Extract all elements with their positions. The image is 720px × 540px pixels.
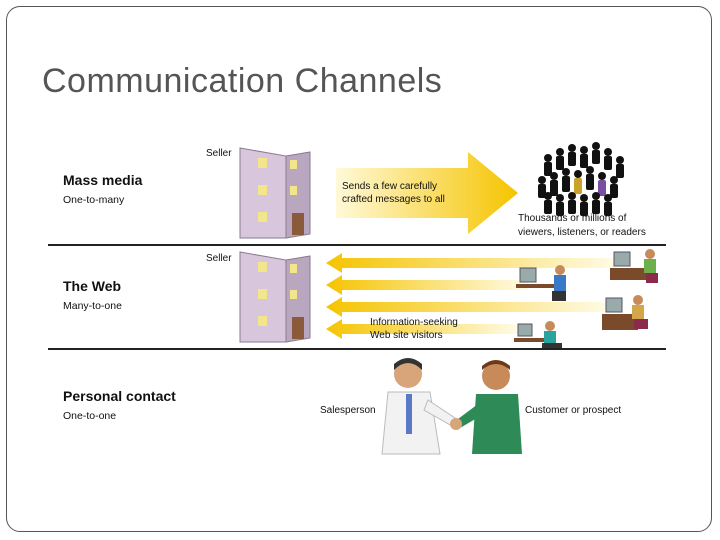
visitors-line-1: Information-seeking xyxy=(370,317,458,328)
row-subtitle: One-to-many xyxy=(63,194,125,206)
handshake xyxy=(450,418,462,430)
audience-line-2: viewers, listeners, or readers xyxy=(518,227,646,238)
salesperson-figure xyxy=(381,358,459,455)
incoming-arrow xyxy=(326,253,616,273)
incoming-arrow xyxy=(326,319,518,339)
diagram-graphics xyxy=(239,142,658,455)
visitors-line-2: Web site visitors xyxy=(370,330,443,341)
computer-user-icon xyxy=(602,295,648,330)
row-title: The Web xyxy=(63,278,122,294)
building-icon xyxy=(239,251,311,343)
message-line-2: crafted messages to all xyxy=(342,194,445,205)
building-icon xyxy=(239,147,311,239)
row-subtitle: One-to-one xyxy=(63,410,117,422)
customer-label: Customer or prospect xyxy=(525,405,622,416)
row-subtitle: Many-to-one xyxy=(63,300,122,312)
computer-user-icon xyxy=(514,321,562,349)
audience-line-1: Thousands or millions of xyxy=(518,213,627,224)
broadcast-arrow xyxy=(336,152,518,234)
communication-diagram: Mass media One-to-many Seller Sends a fe… xyxy=(48,138,666,460)
incoming-arrow xyxy=(326,275,528,295)
seller-label: Seller xyxy=(206,148,232,159)
computer-user-icon xyxy=(610,249,658,283)
slide-frame xyxy=(6,6,712,532)
row-title: Mass media xyxy=(63,172,143,188)
slide-title: Communication Channels xyxy=(42,62,443,100)
crowd-icon xyxy=(538,142,624,216)
row-title: Personal contact xyxy=(63,388,176,404)
seller-label: Seller xyxy=(206,253,232,264)
message-line-1: Sends a few carefully xyxy=(342,181,438,192)
row-divider xyxy=(48,244,666,246)
salesperson-label: Salesperson xyxy=(320,405,376,416)
customer-figure xyxy=(454,360,522,454)
row-divider xyxy=(48,348,666,350)
computer-user-icon xyxy=(516,265,566,301)
incoming-arrow xyxy=(326,297,608,317)
